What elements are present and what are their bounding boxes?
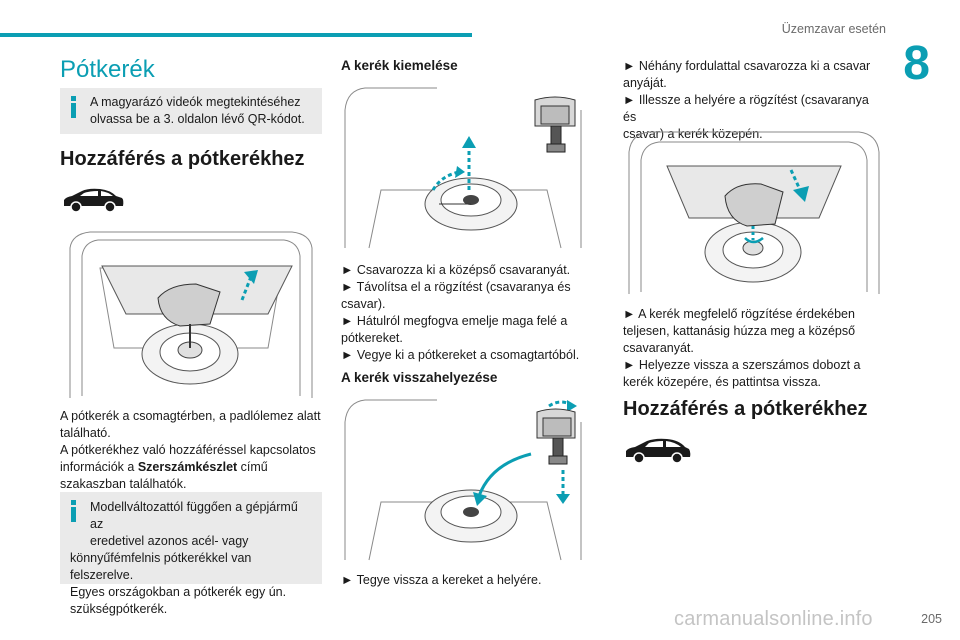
info-note-video: A magyarázó videók megtekintéséhez olvas…: [60, 88, 322, 134]
wheel-refit-illustration: [344, 399, 582, 561]
section-heading-access-2: Hozzáférés a pótkerékhez: [623, 398, 868, 420]
page-title: Pótkerék: [60, 56, 155, 83]
car-suv-icon: [64, 188, 124, 213]
section-heading-access: Hozzáférés a pótkerékhez: [60, 148, 305, 170]
info-icon: [70, 96, 78, 118]
car-hatchback-icon: [626, 438, 691, 464]
info-note-variants: Modellváltozattól függően a gépjármű az …: [60, 492, 322, 616]
wheel-fixing-illustration: [628, 131, 880, 294]
wheel-removal-illustration: [344, 87, 582, 249]
steps-tighten: ► A kerék megfelelő rögzítése érdekében …: [623, 307, 861, 389]
section-title: Üzemzavar esetén: [781, 22, 886, 36]
steps-wheel-refit: ► Tegye vissza a kereket a helyére.: [341, 573, 542, 587]
heading-wheel-removal: A kerék kiemelése: [341, 58, 458, 73]
paragraph-spare-wheel-location: A pótkerék a csomagtérben, a padlólemez …: [60, 409, 321, 491]
heading-wheel-refit: A kerék visszahelyezése: [341, 370, 498, 385]
header-accent-bar: [0, 33, 472, 37]
steps-wheel-removal: ► Csavarozza ki a középső csavaranyát. ►…: [341, 263, 580, 362]
chapter-number: 8: [903, 37, 930, 90]
trunk-spare-wheel-illustration: [69, 231, 313, 398]
steps-fixing: ► Néhány fordulattal csavarozza ki a csa…: [623, 59, 871, 141]
page-number: 205: [921, 612, 942, 626]
info-icon: [70, 500, 78, 522]
watermark: carmanualsonline.info: [674, 608, 873, 630]
link-toolkit[interactable]: Szerszámkészlet: [137, 460, 238, 474]
